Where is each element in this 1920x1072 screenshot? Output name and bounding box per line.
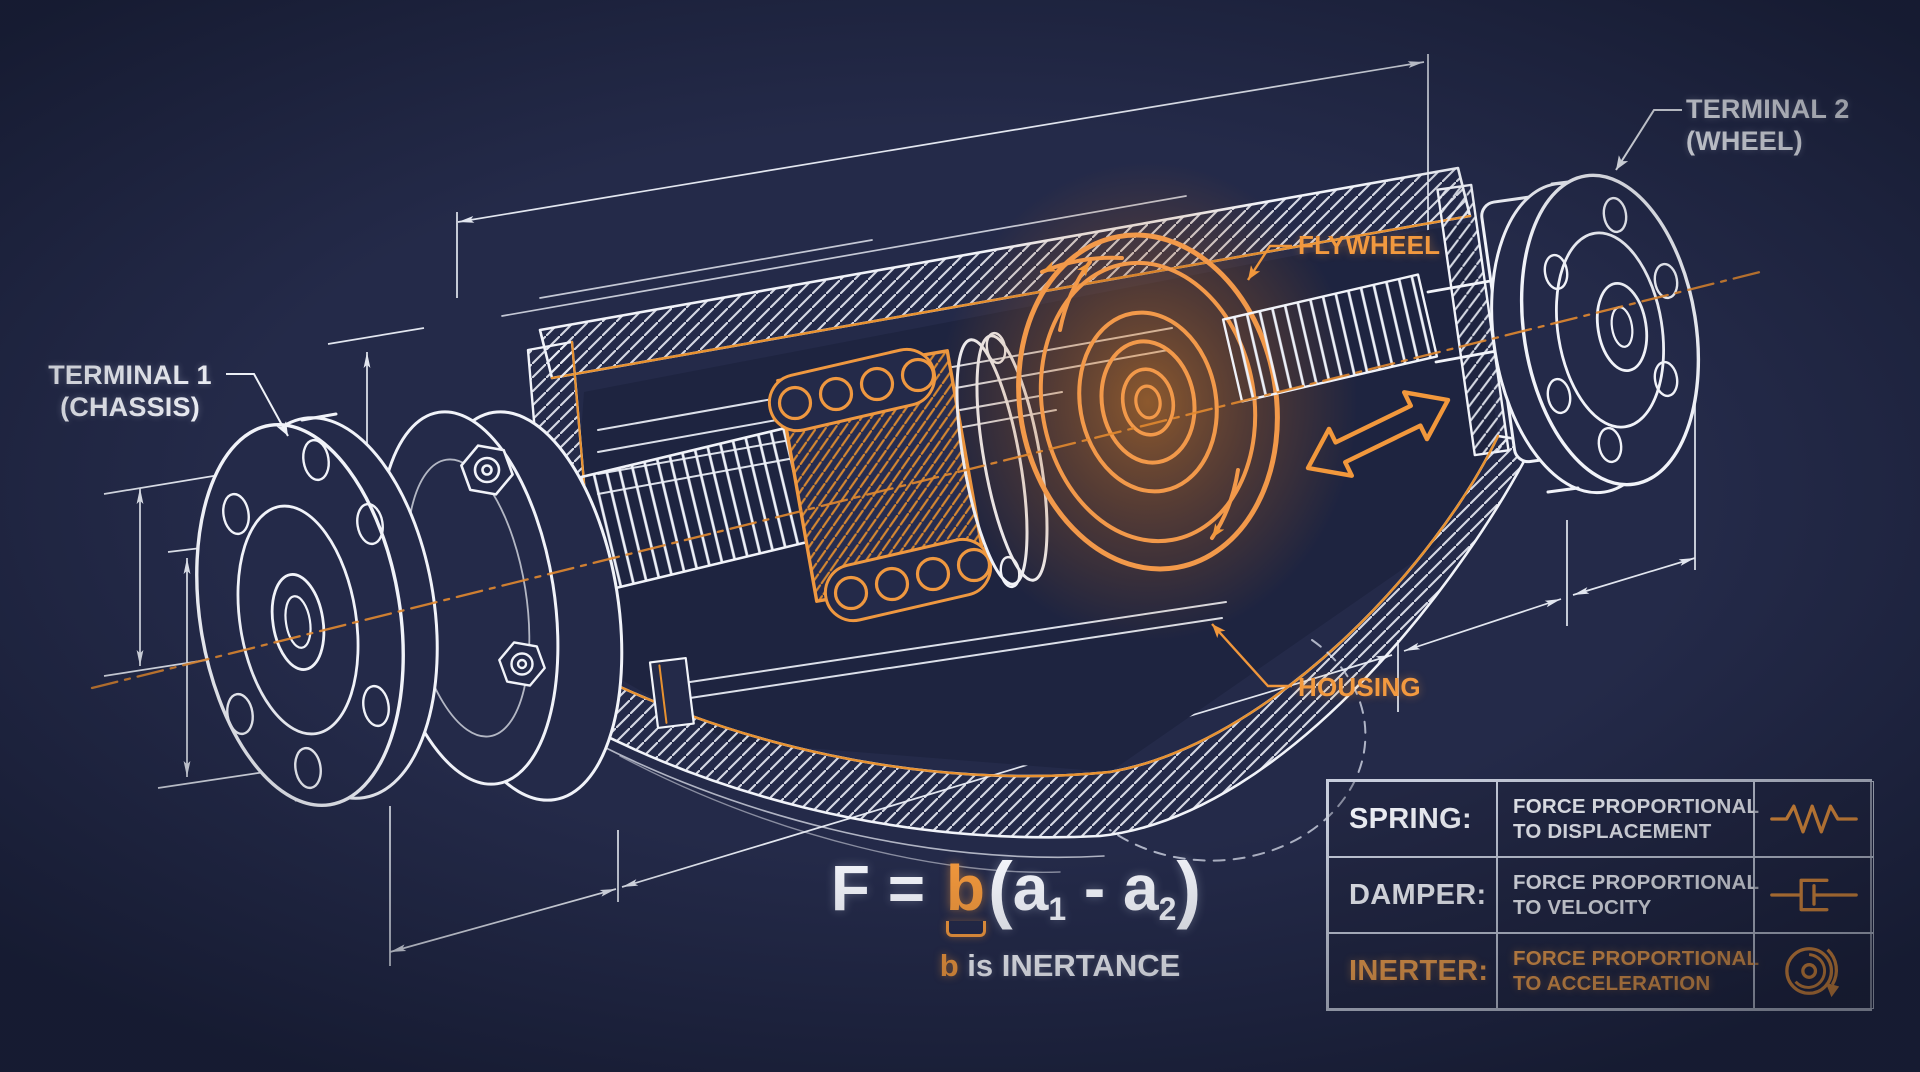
- ball-nut: [767, 331, 1049, 623]
- label-terminal1-line1: TERMINAL 1: [48, 360, 212, 390]
- leader-flywheel: [1246, 244, 1292, 281]
- legend-term-spring: SPRING:: [1328, 781, 1497, 857]
- bearing-balls-top: [777, 357, 936, 421]
- ball-screw-right: [1221, 273, 1504, 403]
- formula-a1-sub: 1: [1048, 891, 1067, 928]
- label-terminal2: TERMINAL 2 (WHEEL): [1686, 94, 1850, 158]
- leader-terminal1: [226, 373, 289, 437]
- formula-a2-sub: 2: [1158, 891, 1177, 928]
- terminal2-flange: [1490, 173, 1701, 495]
- legend-icon-damper-cell: [1754, 857, 1874, 933]
- legend-desc-spring: FORCE PROPORTIONAL TO DISPLACEMENT: [1497, 781, 1759, 857]
- label-terminal2-line1: TERMINAL 2: [1686, 94, 1850, 124]
- legend-term-inerter: INERTER:: [1328, 933, 1497, 1009]
- label-terminal2-line2: (WHEEL): [1686, 125, 1803, 156]
- legend-desc-damper: FORCE PROPORTIONAL TO VELOCITY: [1497, 857, 1759, 933]
- dim-bottom-seg1: [389, 888, 617, 953]
- caption-rest: is INERTANCE: [958, 948, 1181, 983]
- leader-terminal2: [1615, 109, 1682, 171]
- bearing-balls-bottom: [833, 547, 992, 611]
- legend-icon-inerter-cell: [1754, 933, 1874, 1009]
- inertance-formula: F = b(a1 - a2): [796, 846, 1236, 937]
- terminal1-flange: [195, 412, 439, 807]
- label-terminal1-line2: (CHASSIS): [60, 391, 200, 422]
- flywheel: [938, 162, 1358, 642]
- axial-motion-arrow: [1305, 390, 1451, 478]
- formula-caption: b is INERTANCE: [830, 948, 1290, 984]
- formula-lhs: F =: [830, 851, 943, 924]
- formula-minus: -: [1066, 851, 1123, 924]
- bottom-rail-block: [648, 656, 695, 730]
- b-underbrace: [945, 920, 986, 937]
- flywheel-glow: [938, 162, 1358, 642]
- bolt-holes: [222, 438, 390, 790]
- damper-icon: [1770, 878, 1858, 912]
- dim-bottom-seg2: [621, 654, 1393, 888]
- spring-icon: [1770, 804, 1858, 834]
- legend-term-damper: DAMPER:: [1328, 857, 1497, 933]
- hex-nut: [498, 641, 546, 687]
- inerter-assembly: [90, 162, 1762, 873]
- dim-bottom-seg3: [1403, 598, 1562, 652]
- formula-close-paren: ): [1176, 847, 1202, 930]
- dim-ext: [327, 327, 425, 345]
- inerter-icon: [1785, 947, 1840, 998]
- axis-centerline: [90, 270, 1762, 690]
- formula-a2: a: [1123, 851, 1159, 924]
- formula-a1: a: [1012, 851, 1049, 924]
- leader-lines: [226, 109, 1682, 688]
- label-flywheel: FLYWHEEL: [1298, 230, 1441, 260]
- formula-open-paren: (: [988, 847, 1013, 930]
- rotation-arrows: [1040, 255, 1240, 540]
- element-legend-table: SPRING: FORCE PROPORTIONAL TO DISPLACEME…: [1326, 779, 1874, 1011]
- legend-icon-spring-cell: [1754, 781, 1874, 857]
- label-housing: HOUSING: [1298, 672, 1421, 702]
- hex-nut: [460, 444, 514, 496]
- leader-housing: [1211, 623, 1292, 688]
- dim-top-length: [457, 61, 1425, 223]
- dim-bottom-seg4: [1572, 557, 1696, 596]
- legend-desc-inerter: FORCE PROPORTIONAL TO ACCELERATION: [1497, 933, 1759, 1009]
- label-terminal1: TERMINAL 1 (CHASSIS): [28, 360, 232, 424]
- formula-b: b: [943, 851, 988, 937]
- caption-b: b: [939, 948, 959, 983]
